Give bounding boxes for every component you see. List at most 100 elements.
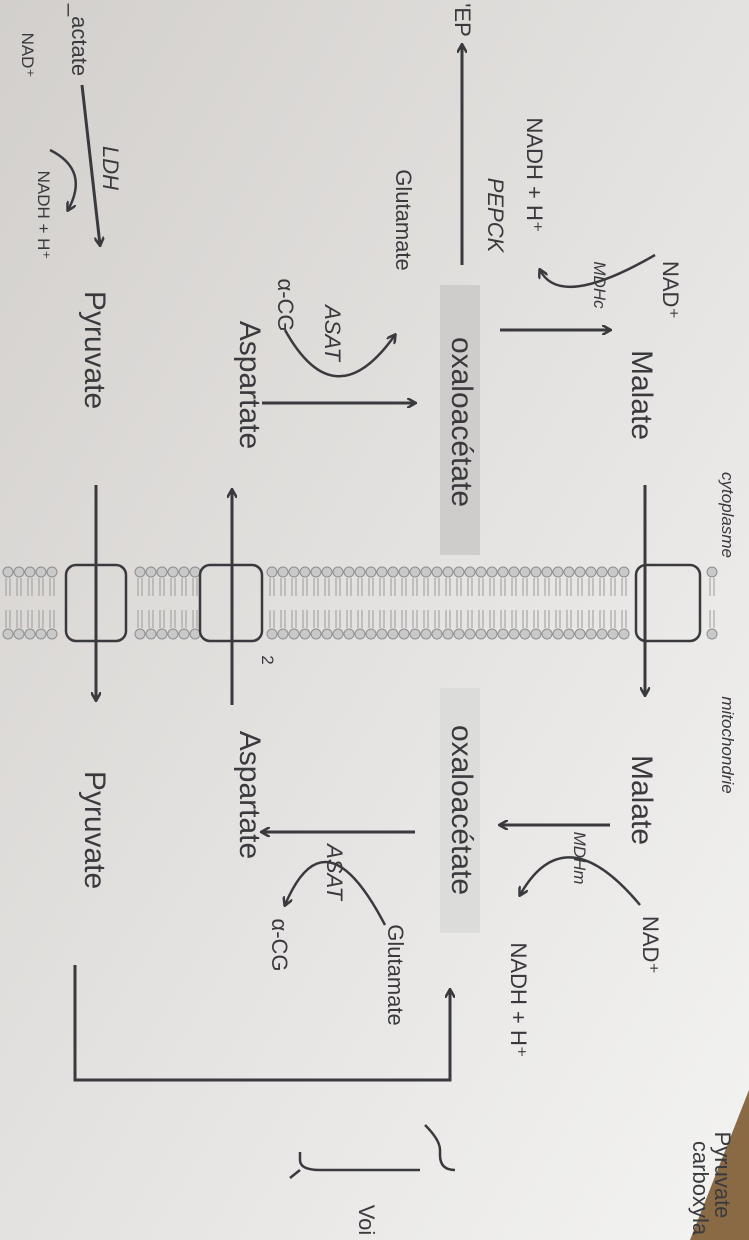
lipid-tail <box>533 578 539 596</box>
lipid-head <box>398 566 410 578</box>
lipid-head <box>310 628 322 640</box>
lipid-head <box>497 628 509 640</box>
lipid-head <box>13 628 25 640</box>
lipid-head <box>431 566 443 578</box>
lipid-tail <box>489 578 495 596</box>
lipid-tail <box>709 610 715 628</box>
lipid-tail <box>335 578 341 596</box>
lipid-head <box>607 566 619 578</box>
lipid-tail <box>522 578 528 596</box>
lipid-head <box>409 628 421 640</box>
cyto-glutamate: Glutamate <box>391 169 416 271</box>
lipid-head <box>299 628 311 640</box>
lipid-tail <box>368 578 374 596</box>
lipid-head <box>189 628 201 640</box>
lipid-head <box>299 566 311 578</box>
lipid-tail <box>621 610 627 628</box>
cytoplasm-pathway: Malate NAD⁺ MDHc NADH + H⁺ oxaloacétate … <box>18 3 683 507</box>
lipid-head <box>431 628 443 640</box>
transporter-number: 2 <box>258 655 277 664</box>
lipid-tail <box>357 578 363 596</box>
mitochondria-pathway: Malate NAD⁺ MDHm NADH + H⁺ oxaloacétate … <box>73 725 735 1236</box>
lipid-tail <box>27 578 33 596</box>
lipid-head <box>46 628 58 640</box>
lipid-head <box>442 566 454 578</box>
lipid-tail <box>302 578 308 596</box>
lipid-head <box>343 566 355 578</box>
lipid-head <box>497 566 509 578</box>
lipid-tail <box>313 578 319 596</box>
lipid-tail <box>500 578 506 596</box>
lipid-head <box>453 628 465 640</box>
lipid-head <box>574 628 586 640</box>
lipid-tail <box>148 610 154 628</box>
lipid-head <box>585 566 597 578</box>
lipid-tail <box>49 610 55 628</box>
lipid-head <box>563 566 575 578</box>
lipid-tail <box>445 610 451 628</box>
lipid-tail <box>456 578 462 596</box>
lipid-tail <box>456 610 462 628</box>
ldh-nad: NAD⁺ <box>18 33 37 78</box>
lipid-head <box>530 628 542 640</box>
lipid-tail <box>181 610 187 628</box>
lipid-tail <box>401 578 407 596</box>
lipid-head <box>134 566 146 578</box>
lipid-tail <box>401 610 407 628</box>
lipid-head <box>277 628 289 640</box>
mito-nadh: NADH + H⁺ <box>506 943 531 1058</box>
lipid-tail <box>599 578 605 596</box>
cytoplasm-label: cytoplasme <box>718 472 737 558</box>
lipid-head <box>145 628 157 640</box>
lipid-head <box>442 628 454 640</box>
lipid-tail <box>588 610 594 628</box>
lipid-tail <box>423 610 429 628</box>
lipid-head <box>706 628 718 640</box>
lipid-head <box>145 566 157 578</box>
lipid-tail <box>610 578 616 596</box>
lipid-tail <box>38 610 44 628</box>
cyto-mdh-label: MDHc <box>590 261 609 309</box>
lipid-head <box>508 566 520 578</box>
lipid-head <box>178 566 190 578</box>
lipid-tail <box>522 610 528 628</box>
lipid-tail <box>49 578 55 596</box>
lipid-head <box>420 628 432 640</box>
oaa-highlight-cyto <box>440 285 480 555</box>
mito-glutamate: Glutamate <box>383 924 408 1026</box>
lipid-tail <box>423 578 429 596</box>
lipid-head <box>310 566 322 578</box>
lipid-head <box>607 628 619 640</box>
lipid-head <box>156 566 168 578</box>
lipid-tail <box>555 610 561 628</box>
lipid-tail <box>368 610 374 628</box>
lipid-tail <box>434 610 440 628</box>
ldh-label: LDH <box>98 146 123 190</box>
pep-label: 'EP <box>450 3 475 37</box>
lipid-tail <box>346 578 352 596</box>
lipid-tail <box>170 610 176 628</box>
mito-malate: Malate <box>625 755 658 845</box>
lipid-head <box>618 628 630 640</box>
lipid-tail <box>313 610 319 628</box>
mito-pyruvate: Pyruvate <box>78 771 111 889</box>
lipid-head <box>189 566 201 578</box>
lipid-head <box>541 628 553 640</box>
lipid-tail <box>610 610 616 628</box>
lipid-tail <box>577 610 583 628</box>
lipid-tail <box>192 610 198 628</box>
lipid-tail <box>500 610 506 628</box>
lipid-head <box>365 566 377 578</box>
lipid-tail <box>445 578 451 596</box>
malate-transporter <box>634 563 702 643</box>
voie-label: Voi <box>354 1205 379 1236</box>
lipid-head <box>46 566 58 578</box>
lipid-head <box>420 566 432 578</box>
lipid-head <box>530 566 542 578</box>
lipid-tail <box>269 610 275 628</box>
lipid-tail <box>588 578 594 596</box>
lipid-tail <box>544 610 550 628</box>
lipid-head <box>266 566 278 578</box>
ldh-reaction-arrow <box>80 84 100 245</box>
